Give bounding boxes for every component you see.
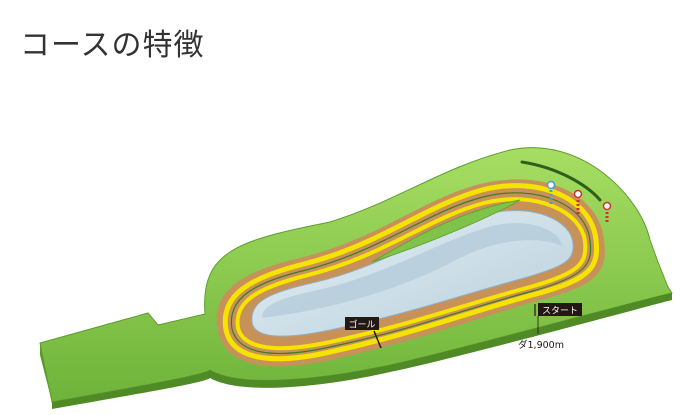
goal-label: ゴール (348, 319, 375, 331)
platform-edge (40, 343, 52, 402)
pole-marker-red-2 (602, 201, 612, 224)
goal-marker: ゴール (345, 317, 382, 349)
back-chute-line (520, 160, 602, 202)
pole-marker-red-1 (573, 189, 583, 214)
yellow-lane-inner (235, 197, 588, 351)
start-label: スタート (542, 306, 578, 317)
page-title: コースの特徴 (20, 28, 205, 63)
start-marker: スタート (534, 303, 582, 334)
yellow-lane-outer (222, 183, 600, 362)
infield-grass (371, 199, 521, 263)
pole-marker-blue (546, 180, 556, 206)
distance-label: ダ1,900m (518, 339, 564, 351)
